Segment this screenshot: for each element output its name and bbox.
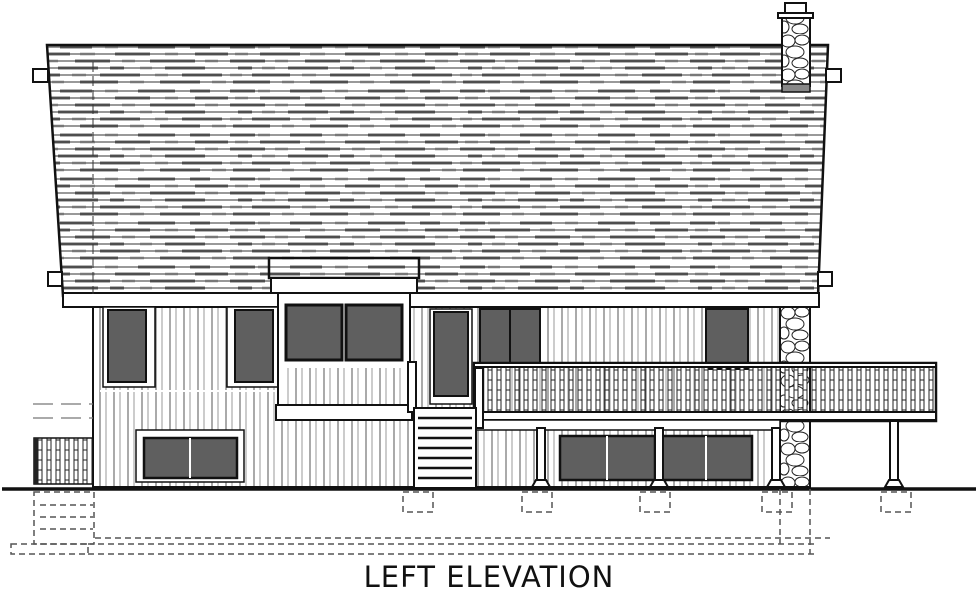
rake-trim-right-lower [817, 271, 833, 287]
window-upper-center [479, 308, 541, 368]
bay-bump-out [267, 256, 421, 421]
window-upper-left-2 [226, 306, 280, 388]
drawing-title: LEFT ELEVATION [363, 560, 615, 594]
window-upper-right [705, 308, 749, 370]
window-lower-left [135, 429, 245, 483]
window-lower-right [658, 434, 754, 482]
entry-door [429, 308, 473, 405]
upper-deck [472, 361, 938, 488]
rake-trim-left-lower [47, 271, 63, 287]
rake-trim-right-upper [825, 68, 842, 83]
foundation-hidden-lines [10, 489, 912, 555]
window-upper-left-1 [102, 306, 156, 388]
rake-trim-left-upper [32, 68, 49, 83]
fascia [62, 292, 820, 308]
window-lower-center [558, 434, 657, 482]
side-railing [33, 403, 94, 485]
roof [32, 43, 842, 308]
deck-stairs [407, 361, 484, 489]
